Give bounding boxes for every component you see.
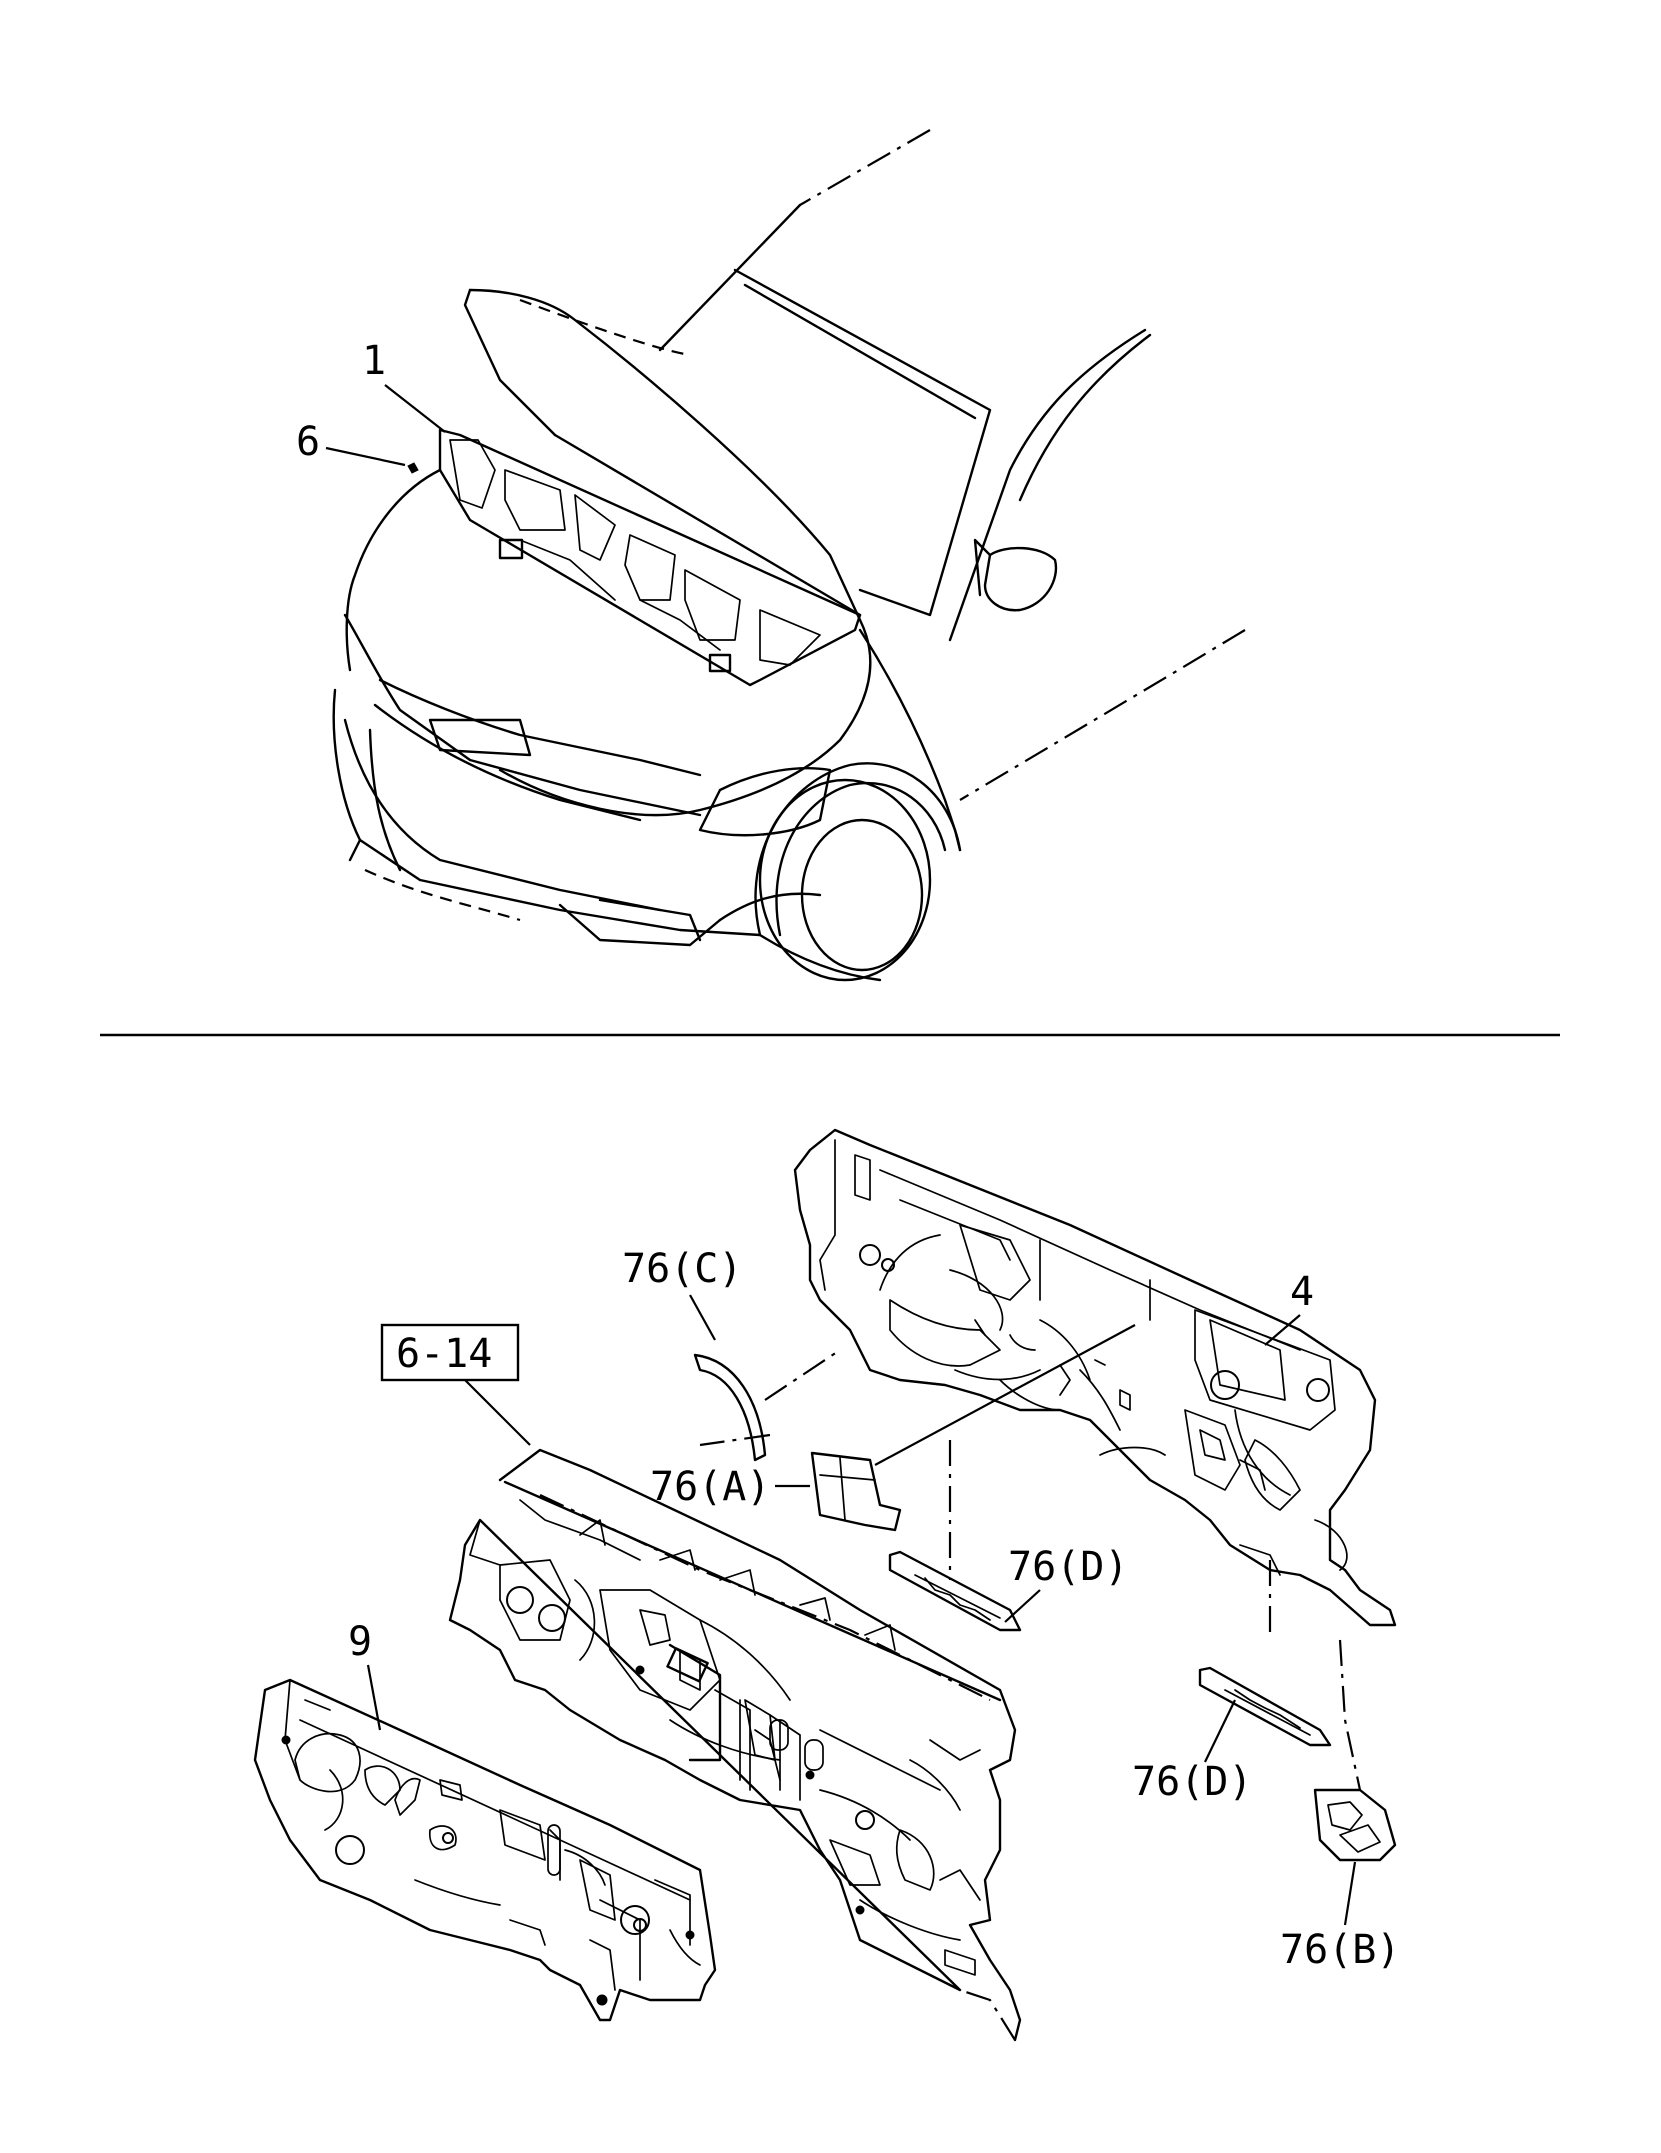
hood-insulator [438, 428, 862, 687]
dash-panel-lower [253, 1678, 717, 2022]
pad-c [693, 1349, 841, 1462]
callout-pad-b: 76(B) [1280, 1927, 1400, 1973]
dash-panel [448, 1448, 1022, 2042]
callout-pad-c: 76(C) [622, 1246, 742, 1292]
pad-b [1313, 1788, 1397, 1862]
callout-dash-panel-lower: 9 [348, 1619, 372, 1665]
callout-dash-panel: 6-14 [396, 1331, 492, 1377]
callout-pad-d-lower: 76(D) [1132, 1759, 1252, 1805]
callout-pad-d-upper: 76(D) [1008, 1544, 1128, 1590]
vehicle-front-view [332, 129, 1246, 982]
callout-clip: 6 [296, 419, 320, 465]
callout-dash-panel-box [380, 1323, 520, 1382]
dash-insulator [793, 1128, 1397, 1627]
callout-dash-insulator: 4 [1290, 1269, 1314, 1315]
pad-d-upper [888, 1550, 1022, 1632]
callout-pad-a: 76(A) [650, 1464, 770, 1510]
pad-d-lower [1198, 1666, 1332, 1747]
clip-icon [407, 462, 419, 474]
pad-a [810, 1451, 902, 1532]
callout-hood-insulator: 1 [362, 338, 386, 384]
